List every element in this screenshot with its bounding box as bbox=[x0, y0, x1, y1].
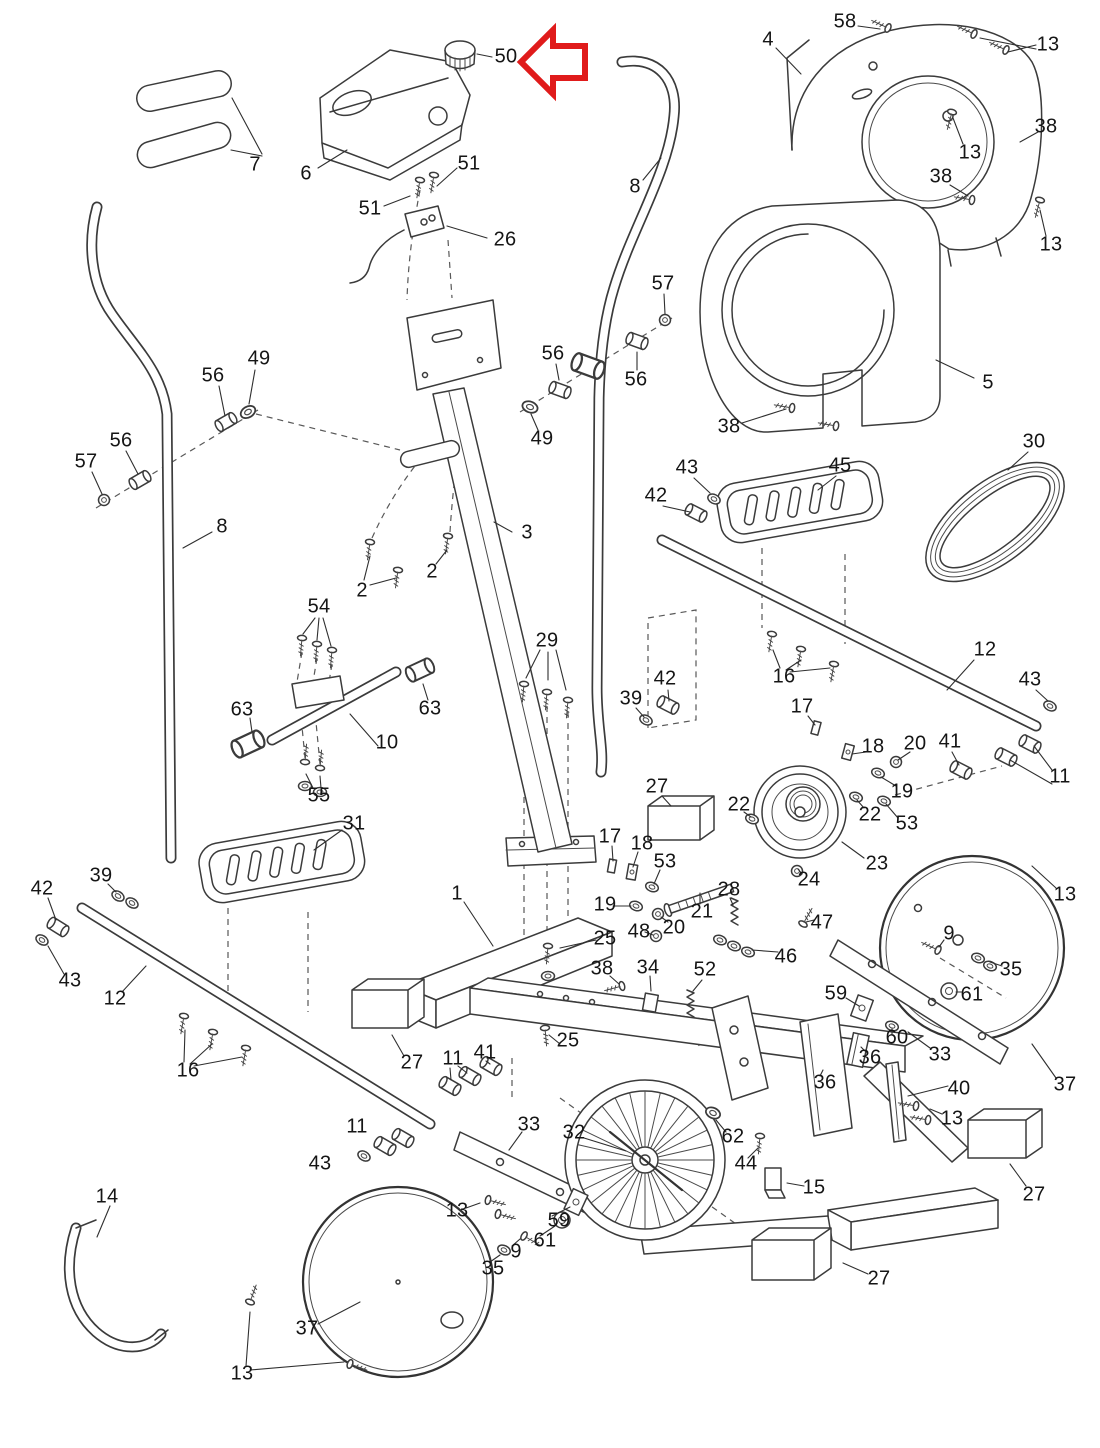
latch-bracket-part bbox=[764, 1167, 786, 1199]
main-frame-part bbox=[401, 835, 999, 1255]
upright-post-part bbox=[399, 299, 573, 853]
vertical-channel-part bbox=[799, 1013, 907, 1143]
sensor-bracket-part bbox=[349, 205, 445, 284]
red-arrow-annotation bbox=[516, 22, 588, 102]
crossbar-part bbox=[228, 655, 438, 761]
clamp-part bbox=[641, 992, 660, 1013]
flywheel-part bbox=[564, 1079, 726, 1241]
wheel-bracket-right-part bbox=[829, 939, 1009, 1065]
handlebar-right-part bbox=[591, 55, 680, 778]
shield-left-part bbox=[699, 199, 941, 433]
shield-right-part bbox=[786, 23, 1043, 267]
console-part bbox=[319, 49, 471, 181]
leader-lines bbox=[47, 25, 1057, 1371]
rail-right-part bbox=[656, 534, 1042, 732]
curved-bracket-part bbox=[63, 1219, 169, 1353]
pulley-part bbox=[753, 765, 847, 859]
red-arrow-shape bbox=[516, 22, 588, 102]
disc-right-part bbox=[878, 854, 1066, 1042]
pedal-left-part bbox=[198, 820, 366, 904]
rail-left-part bbox=[76, 902, 436, 1130]
axle-bolt-part bbox=[663, 883, 735, 917]
handlebar-left-part bbox=[86, 201, 177, 864]
endcap-boxes-part bbox=[351, 795, 1043, 1281]
knob-part bbox=[444, 40, 476, 72]
disc-bottom-part bbox=[301, 1185, 495, 1379]
handlebar-grips-part bbox=[136, 69, 232, 169]
belt-part bbox=[925, 461, 1065, 583]
pedal-right-part bbox=[716, 460, 884, 544]
